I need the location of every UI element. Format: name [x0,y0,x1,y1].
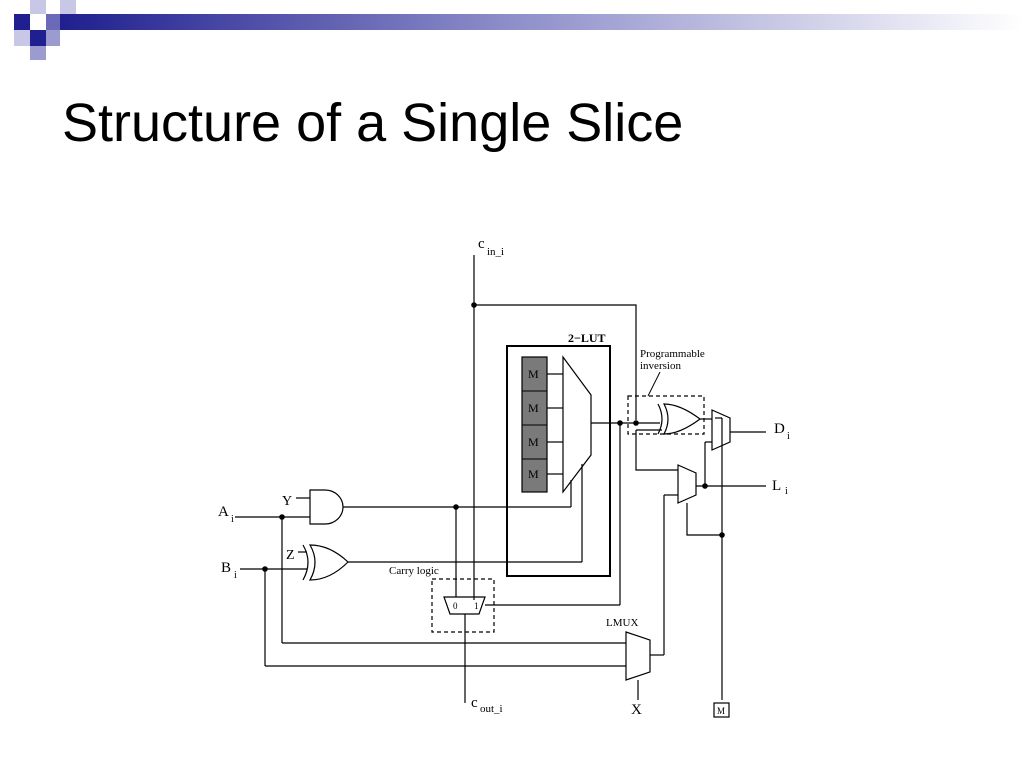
z-label: Z [286,548,295,563]
y-label: Y [282,494,292,509]
memory-cell-label: M [528,435,539,449]
carry-logic-box [431,578,495,633]
a-input-sub-label: i [231,514,234,525]
deco-square [46,14,60,30]
x-label: X [631,702,642,718]
memory-cells: M M M M [521,356,548,493]
slide-title: Structure of a Single Slice [62,93,684,153]
header-decoration [14,0,1024,60]
b-input-label: B [221,560,231,576]
deco-square [14,30,30,46]
lut-box [506,345,611,577]
carry-mux-1-label: 1 [474,601,479,611]
and-gate-y [309,489,344,525]
carry-mux [443,596,486,615]
deco-square [30,30,46,46]
cin-label: c [478,236,485,252]
carry-mux-0-label: 0 [453,601,458,611]
deco-square [60,0,76,14]
lut-label: 2−LUT [568,331,606,345]
d-mux [711,409,731,451]
d-output-sub-label: i [787,431,790,442]
a-input-label: A [218,504,229,520]
memory-cell-label: M [528,367,539,381]
prog-inversion-label-2: inversion [640,360,681,372]
l-output-sub-label: i [785,486,788,497]
cin-to-inversion-wire [474,304,637,420]
deco-square [30,46,46,60]
deco-square [14,14,30,30]
cin-sub-label: in_i [487,246,504,258]
inversion-xor-gate [663,403,702,435]
m-box-label: M [717,706,725,716]
junction-dots [262,302,725,572]
deco-square [46,30,60,46]
lut-mux [562,355,592,494]
lmux-label: LMUX [606,617,638,629]
m-box [713,702,730,718]
lmux [625,631,651,681]
prog-inversion-box [627,395,705,435]
b-input-sub-label: i [234,570,237,581]
prog-inversion-label: Programmable [640,348,705,360]
d-output-label: D [774,421,785,437]
header-gradient-bar [60,14,1024,30]
memory-cell-label: M [528,401,539,415]
deco-square [30,0,46,14]
l-output-label: L [772,478,781,494]
xor-gate-z [308,544,349,581]
l-mux [677,464,697,504]
cout-label: c [471,695,478,711]
cout-sub-label: out_i [480,703,503,715]
carry-logic-label: Carry logic [389,565,439,577]
memory-cell-label: M [528,467,539,481]
